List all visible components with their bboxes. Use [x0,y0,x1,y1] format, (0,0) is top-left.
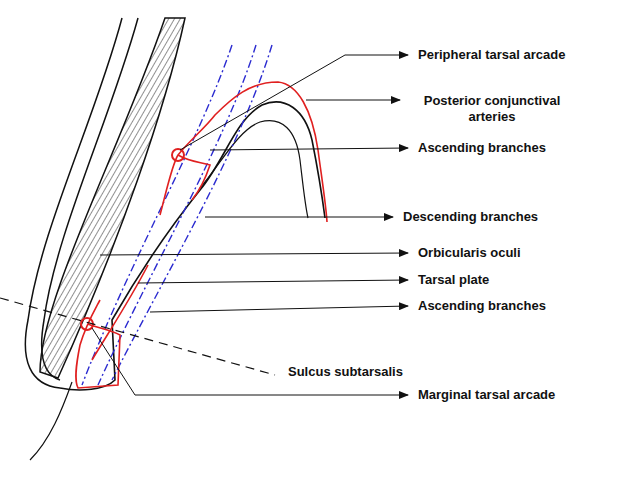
arcade-marker [172,149,184,161]
fornix-outline [200,121,308,218]
sulcus-line [0,298,275,375]
tarsal-line [98,45,256,385]
leader-line [210,148,408,150]
leader-line [205,217,393,218]
tarsal-line [82,45,232,385]
leader-line [92,328,408,395]
conjunctival-artery [160,82,327,222]
part-label: Tarsal plate [418,272,628,288]
marginal-arcade [76,300,120,388]
part-label: Descending branches [403,209,623,225]
conjunctiva-outline [60,102,325,390]
part-label: Peripheral tarsal arcade [418,47,628,63]
part-label: Ascending branches [418,298,628,314]
part-label: Orbicularis oculi [418,245,628,261]
descending-branch [178,155,210,200]
part-label: Ascending branches [418,140,628,156]
leader-line [100,253,408,255]
leader-line [306,100,400,101]
eyelash [30,382,72,460]
part-label: Marginal tarsal arcade [418,387,628,403]
part-label: Sulcus subtarsalis [288,364,488,380]
leader-line [138,280,408,283]
tarsal-line [112,45,272,380]
leader-line [180,55,408,150]
leader-line [150,306,408,312]
part-label: Posterior conjunctival arteries [412,93,572,125]
